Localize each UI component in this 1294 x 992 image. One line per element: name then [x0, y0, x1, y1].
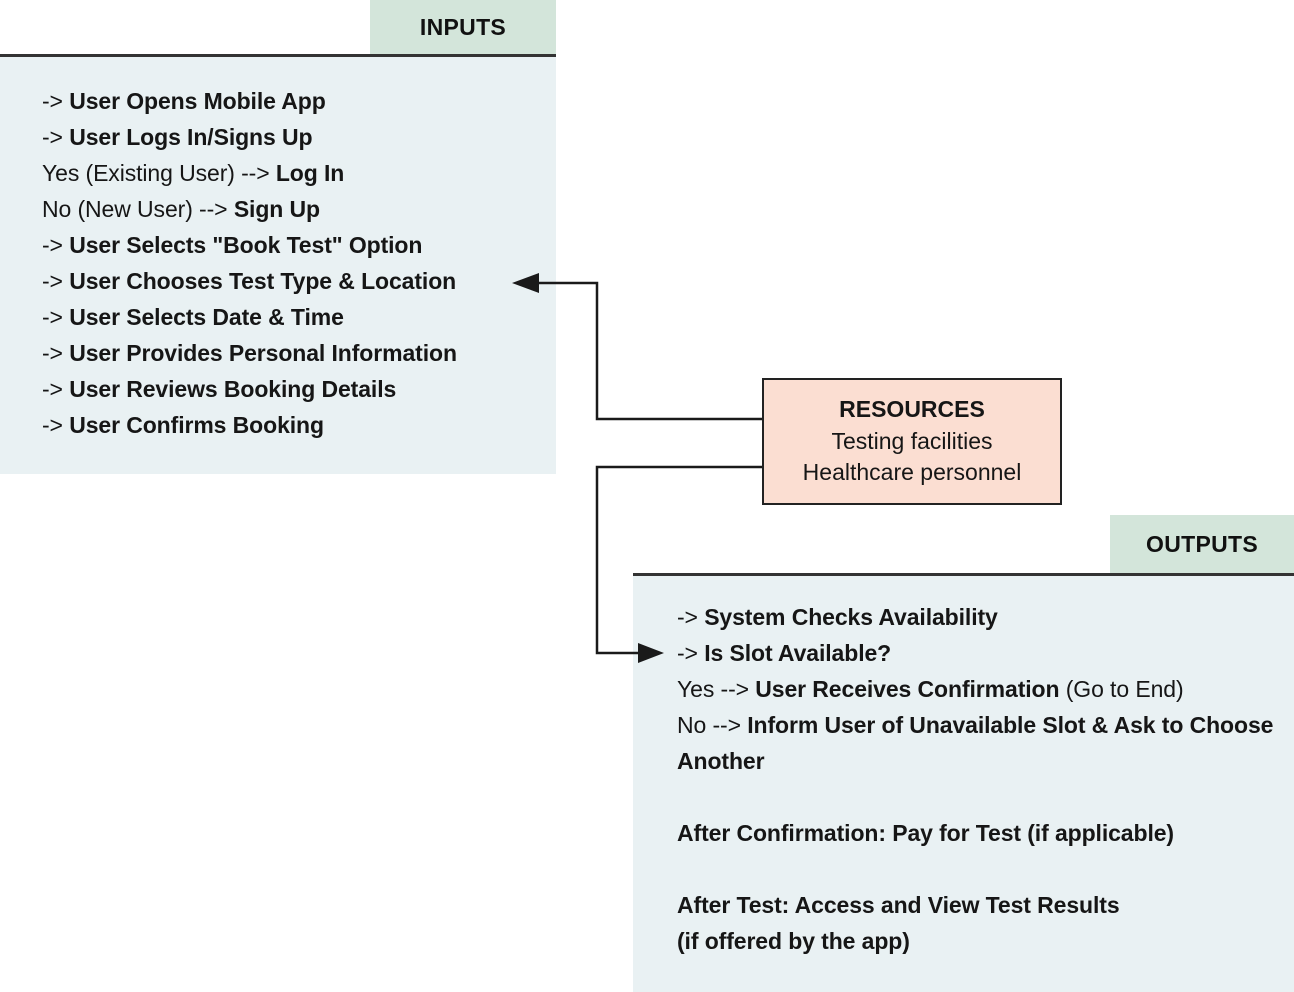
flow-line-bold-text: Inform User of Unavailable Slot & Ask to…	[677, 712, 1274, 774]
resource-item: Testing facilities	[831, 428, 993, 454]
flow-line-text: ->	[42, 268, 70, 294]
flow-line-bold-text: After Test: Access and View Test Results	[677, 892, 1120, 918]
flow-line: No (New User) --> Sign Up	[42, 191, 546, 227]
flow-line-text: ->	[42, 304, 70, 330]
flow-line-bold-text: User Opens Mobile App	[69, 88, 326, 114]
flow-line-text: Yes (Existing User) -->	[42, 160, 276, 186]
outputs-lines: -> System Checks Availability-> Is Slot …	[677, 599, 1286, 959]
resources-box: RESOURCES Testing facilities Healthcare …	[762, 378, 1062, 505]
flow-line: (if offered by the app)	[677, 923, 1286, 959]
flow-line-bold-text: User Chooses Test Type & Location	[69, 268, 457, 294]
flow-line: No --> Inform User of Unavailable Slot &…	[677, 707, 1286, 779]
flow-line-text: ->	[42, 88, 70, 114]
resource-item: Healthcare personnel	[802, 459, 1022, 485]
flow-line: -> User Confirms Booking	[42, 407, 546, 443]
flow-line-bold-text: Log In	[275, 160, 345, 186]
flow-line-text: ->	[42, 124, 70, 150]
outputs-tab: OUTPUTS	[1110, 515, 1294, 573]
inputs-tab: INPUTS	[370, 0, 556, 54]
flow-line-text: ->	[677, 640, 705, 666]
flow-line-bold-text: (if offered by the app)	[677, 928, 910, 954]
flow-line: -> User Chooses Test Type & Location	[42, 263, 546, 299]
flow-line: -> User Reviews Booking Details	[42, 371, 546, 407]
flow-line-text: ->	[42, 232, 70, 258]
flow-line-bold-text: User Selects "Book Test" Option	[69, 232, 423, 258]
flow-line-bold-text: Sign Up	[233, 196, 320, 222]
flow-line-text: ->	[42, 340, 70, 366]
resources-title: RESOURCES	[839, 396, 985, 422]
flow-line: -> Is Slot Available?	[677, 635, 1286, 671]
flow-line-text: ->	[677, 604, 705, 630]
flow-line: -> User Selects "Book Test" Option	[42, 227, 546, 263]
flow-line-bold-text: User Selects Date & Time	[69, 304, 344, 330]
flow-line: -> System Checks Availability	[677, 599, 1286, 635]
flow-line-bold-text: User Provides Personal Information	[69, 340, 457, 366]
flow-line: -> User Provides Personal Information	[42, 335, 546, 371]
flow-line: After Confirmation: Pay for Test (if app…	[677, 815, 1286, 851]
flow-line-bold-text: User Confirms Booking	[69, 412, 324, 438]
flow-line-text: No -->	[677, 712, 748, 738]
flow-line-text: No (New User) -->	[42, 196, 234, 222]
flow-line-bold-text: User Receives Confirmation	[755, 676, 1060, 702]
flow-line-text: Yes -->	[677, 676, 756, 702]
flow-line: After Test: Access and View Test Results	[677, 887, 1286, 923]
outputs-panel: -> System Checks Availability-> Is Slot …	[633, 573, 1294, 992]
flow-line: -> User Opens Mobile App	[42, 83, 546, 119]
outputs-tab-label: OUTPUTS	[1146, 530, 1258, 557]
flow-line-bold-text: User Reviews Booking Details	[69, 376, 397, 402]
arrow-resources-to-inputs-line	[537, 281, 762, 421]
flow-line-bold-text: Is Slot Available?	[704, 640, 892, 666]
flow-line: -> User Selects Date & Time	[42, 299, 546, 335]
flow-line-text: ->	[42, 412, 70, 438]
inputs-lines: -> User Opens Mobile App-> User Logs In/…	[42, 83, 546, 443]
inputs-panel: -> User Opens Mobile App-> User Logs In/…	[0, 54, 556, 474]
flow-line-text: ->	[42, 376, 70, 402]
flow-line-bold-text: User Logs In/Signs Up	[69, 124, 313, 150]
flow-line-bold-text: System Checks Availability	[704, 604, 998, 630]
flow-line-text: (Go to End)	[1059, 676, 1184, 702]
flow-line: -> User Logs In/Signs Up	[42, 119, 546, 155]
inputs-tab-label: INPUTS	[419, 13, 507, 40]
flow-line-bold-text: After Confirmation: Pay for Test (if app…	[677, 820, 1174, 846]
flow-line: Yes --> User Receives Confirmation (Go t…	[677, 671, 1286, 707]
flow-line: Yes (Existing User) --> Log In	[42, 155, 546, 191]
